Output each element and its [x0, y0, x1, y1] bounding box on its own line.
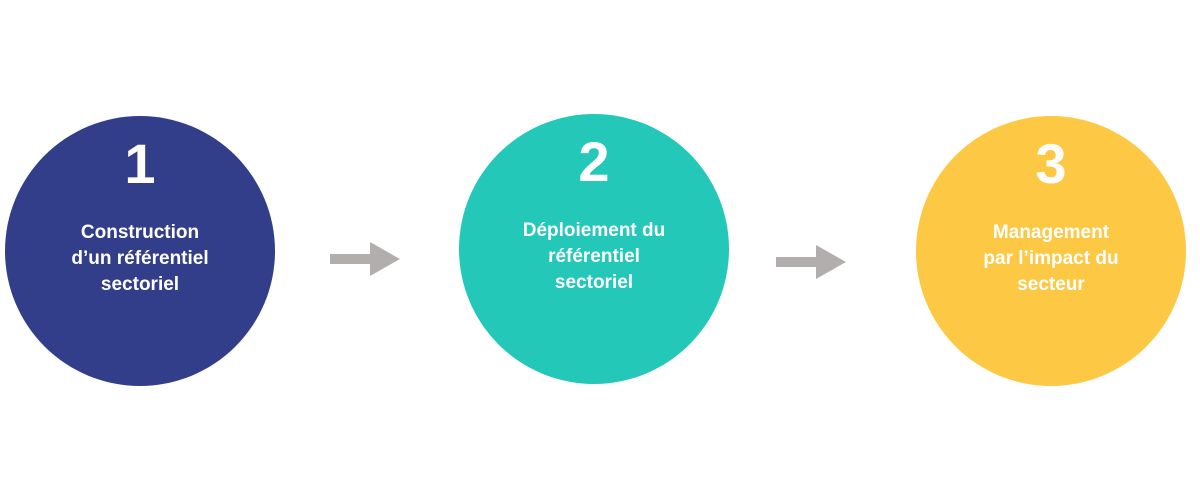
arrow-right-icon: [330, 242, 400, 276]
step-label-line: Management: [992, 222, 1110, 243]
step-label-line: référentiel: [548, 246, 640, 267]
step-2-circle: 2 Déploiement du référentiel sectoriel: [459, 114, 729, 384]
step-label-line: d’un référentiel: [71, 248, 209, 269]
step-1-circle: 1 Construction d’un référentiel sectorie…: [5, 116, 275, 386]
step-number: 2: [578, 130, 610, 193]
step-label-line: secteur: [1017, 274, 1085, 295]
step-label: Déploiement du référentiel sectoriel: [479, 218, 709, 296]
step-label: Management par l’impact du secteur: [936, 220, 1166, 298]
step-label: Construction d’un référentiel sectoriel: [25, 220, 255, 298]
step-label-line: Déploiement du: [522, 220, 666, 241]
step-number: 1: [124, 132, 156, 195]
step-label-line: sectoriel: [554, 272, 634, 293]
step-3-circle: 3 Management par l’impact du secteur: [916, 116, 1186, 386]
arrow-right-icon: [776, 245, 846, 279]
step-label-line: sectoriel: [100, 274, 180, 295]
step-number: 3: [1035, 132, 1067, 195]
step-label-line: par l’impact du: [983, 248, 1119, 269]
step-label-line: Construction: [80, 222, 200, 243]
